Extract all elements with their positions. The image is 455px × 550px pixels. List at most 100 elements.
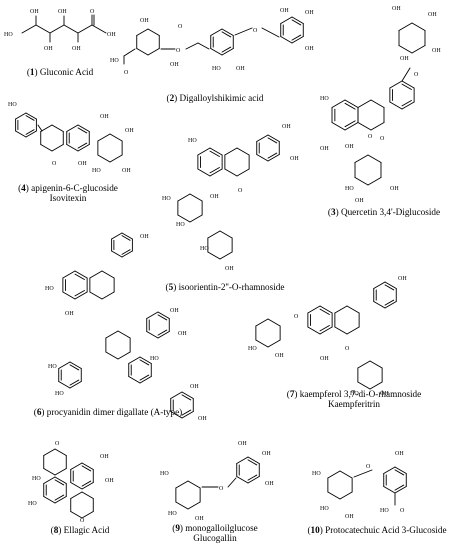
- bond: [54, 448, 67, 456]
- atom-label: O: [368, 134, 373, 140]
- bond: [209, 147, 223, 156]
- atom-label: OH: [225, 266, 234, 272]
- bond: [339, 470, 353, 479]
- atom-label: O: [238, 188, 243, 194]
- atom-label: OH: [275, 353, 284, 359]
- bond: [210, 48, 223, 56]
- bond: [69, 381, 82, 389]
- bond: [40, 124, 53, 132]
- atom-label: OH: [290, 156, 299, 162]
- bond: [344, 102, 356, 110]
- caption-10: (10) Protocatechuic Acid 3-Glucoside: [307, 525, 447, 535]
- bond: [267, 318, 281, 327]
- bond: [43, 496, 56, 504]
- caption-7: (7) kaempferol 3,7-di-O-rhamnoside Kaemp…: [278, 389, 430, 409]
- bond: [280, 36, 293, 44]
- bond: [147, 48, 160, 56]
- bond: [43, 448, 56, 456]
- bond: [170, 391, 183, 399]
- bond: [339, 491, 353, 500]
- atom-label: OH: [392, 6, 401, 12]
- bond: [383, 486, 396, 494]
- bond: [81, 462, 94, 470]
- bond: [111, 232, 123, 240]
- atom-label: OH: [100, 454, 109, 460]
- bond: [69, 379, 80, 386]
- atom-label: OH: [170, 308, 179, 314]
- bond: [25, 115, 35, 121]
- atom-label: OH: [65, 311, 74, 317]
- bond: [255, 318, 269, 327]
- bond: [319, 305, 333, 314]
- bond: [319, 308, 330, 315]
- atom-label: O: [400, 508, 405, 514]
- bond: [401, 83, 412, 90]
- bond: [81, 511, 94, 519]
- bond: [146, 311, 159, 319]
- bond: [74, 270, 88, 279]
- caption-7-number: 7: [289, 389, 295, 399]
- bond: [236, 476, 249, 484]
- bond: [353, 469, 373, 478]
- bond: [384, 284, 395, 291]
- atom-label: OH: [320, 356, 329, 362]
- bond: [54, 476, 67, 484]
- bond: [221, 28, 234, 36]
- atom-label: OH: [282, 124, 291, 130]
- bond: [62, 270, 76, 279]
- bond: [291, 16, 304, 24]
- bond: [207, 230, 221, 239]
- atom-label: O: [219, 486, 224, 492]
- bond: [175, 501, 189, 510]
- bond: [291, 19, 302, 26]
- bond: [256, 154, 269, 162]
- caption-4-number: 4: [21, 183, 26, 193]
- bond: [77, 124, 90, 132]
- bond: [157, 314, 168, 321]
- bond: [51, 144, 64, 152]
- atom-label: O: [345, 346, 350, 352]
- bond: [70, 491, 83, 499]
- bond: [54, 468, 67, 476]
- bond: [227, 477, 237, 488]
- bond: [307, 326, 321, 335]
- bond: [51, 124, 64, 132]
- atom-label: HO: [248, 346, 257, 352]
- caption-4-name: apigenin-6-C-glucoside: [31, 183, 118, 193]
- atom-label: OH: [345, 144, 354, 150]
- atom-label: OH: [345, 514, 354, 520]
- bond: [367, 154, 382, 163]
- bond: [63, 24, 79, 34]
- bond: [197, 147, 211, 156]
- caption-4-alt-name: Isovitexin: [49, 193, 87, 203]
- bond: [209, 167, 220, 174]
- bond: [394, 469, 405, 476]
- bond: [101, 270, 115, 279]
- atom-label: OH: [380, 391, 389, 397]
- atom-label: O: [294, 314, 299, 320]
- caption-9-alt-name: Glucogallin: [193, 533, 237, 543]
- bond: [157, 329, 168, 336]
- bond: [74, 291, 88, 300]
- atom-label: HO: [162, 196, 171, 202]
- atom-label: OH: [398, 276, 407, 282]
- atom-label: OH: [432, 48, 441, 54]
- bond: [370, 99, 385, 108]
- atom-label: HO: [176, 222, 185, 228]
- atom-label: OH: [320, 146, 329, 152]
- atom-label: OH: [107, 32, 116, 38]
- atom-label: OH: [280, 8, 289, 14]
- bond: [128, 376, 141, 384]
- bond: [224, 168, 238, 177]
- atom-label: OH: [170, 62, 179, 68]
- bond: [207, 251, 221, 260]
- bond: [291, 36, 304, 44]
- atom-label: OH: [265, 481, 274, 487]
- bond: [58, 381, 71, 389]
- bond: [401, 101, 415, 110]
- atom-label: OH: [105, 478, 114, 484]
